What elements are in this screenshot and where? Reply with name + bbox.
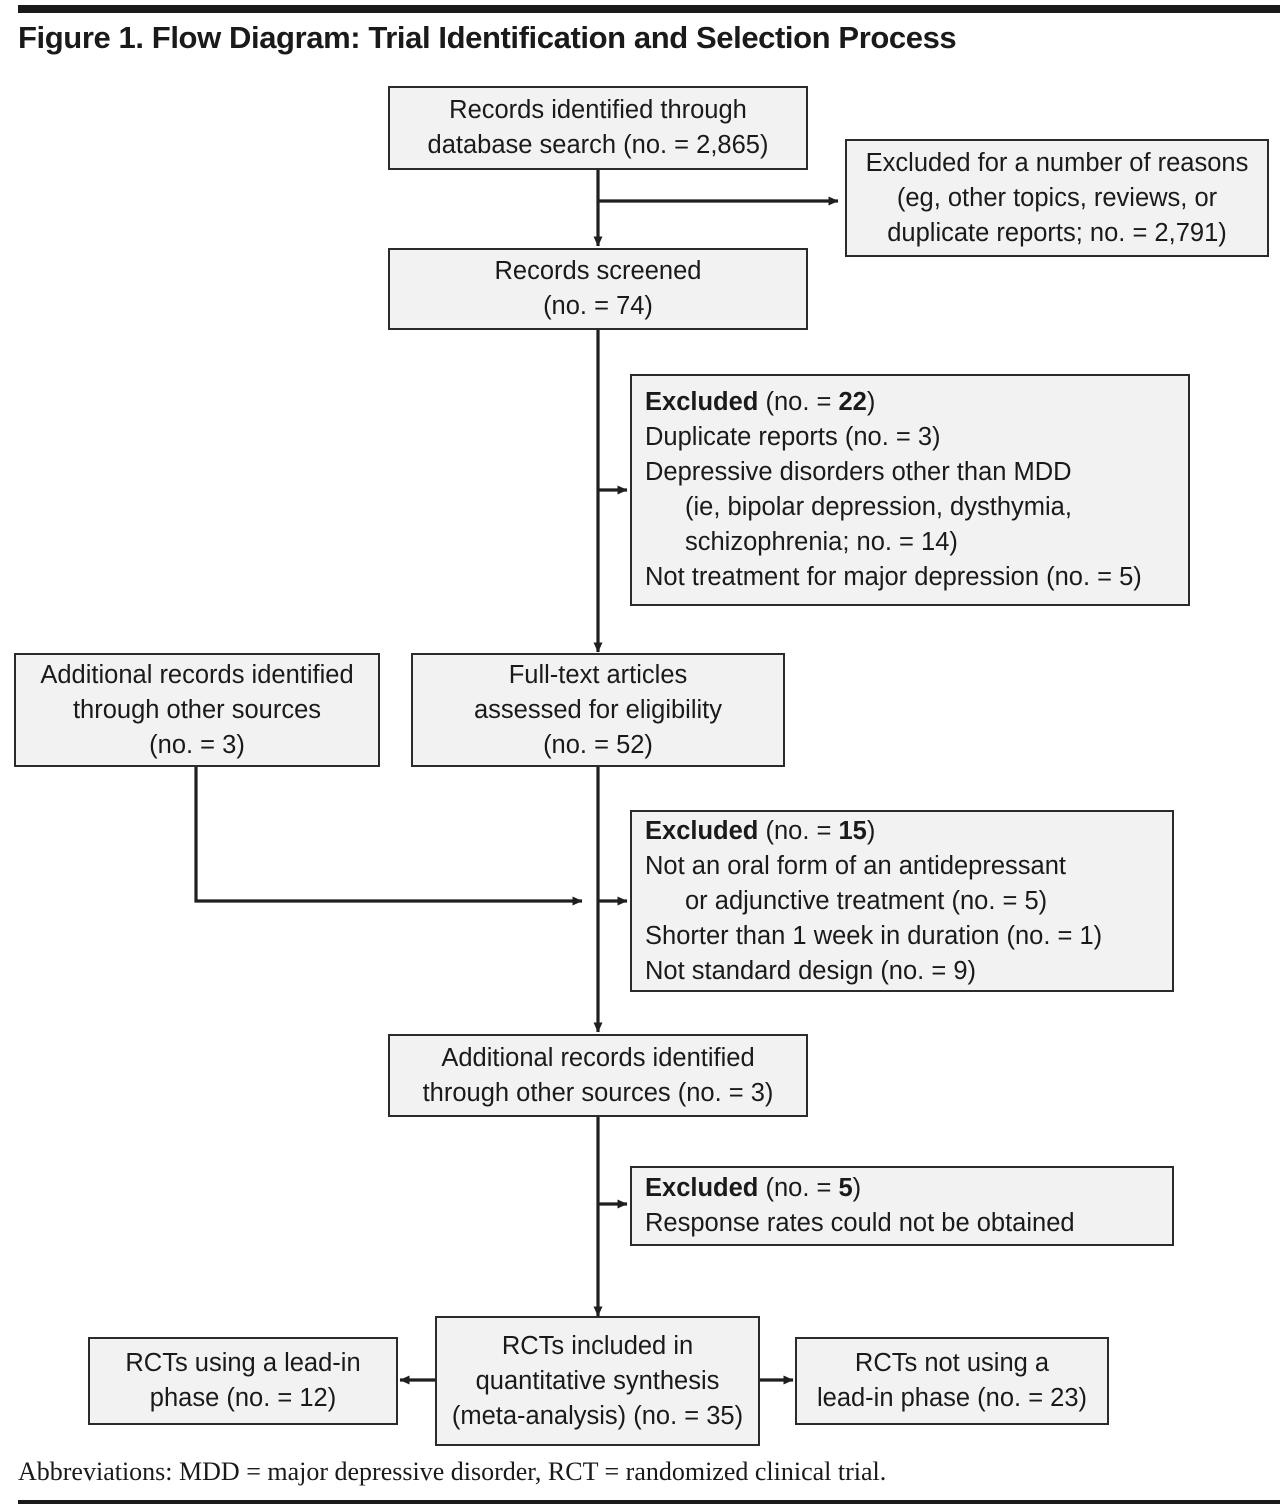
additional-records-mid-line-2: through other sources (no. = 3) bbox=[422, 1078, 774, 1107]
excluded-22-line-5: Not treatment for major depression (no. … bbox=[645, 563, 1142, 591]
excluded-5-heading-close: ) bbox=[852, 1174, 862, 1202]
node-additional-records-mid: Additional records identified through ot… bbox=[388, 1034, 808, 1117]
records-screened-line-2: (no. = 74) bbox=[543, 292, 653, 320]
rcts-included-line-1: RCTs included in bbox=[501, 1331, 694, 1360]
excluded-22-heading-rest: (no. = bbox=[758, 388, 839, 416]
excluded-5-line-1: Response rates could not be obtained bbox=[645, 1209, 1075, 1237]
excluded-22-heading-count: 22 bbox=[838, 388, 867, 416]
excluded-15-heading-rest: (no. = bbox=[758, 816, 839, 845]
full-text-articles-line-3: (no. = 52) bbox=[543, 730, 653, 759]
excluded-5-heading-rest: (no. = bbox=[758, 1174, 839, 1202]
rcts-included-line-3: (meta-analysis) (no. = 35) bbox=[451, 1401, 744, 1430]
excluded-22-heading-bold: Excluded bbox=[645, 388, 759, 416]
excluded-5-heading: Excluded (no. = 5) bbox=[645, 1171, 861, 1206]
rcts-lead-in-line-2: phase (no. = 12) bbox=[149, 1384, 337, 1412]
excluded-15-line-4: Not standard design (no. = 9) bbox=[645, 956, 976, 985]
rcts-no-lead-in-line-2: lead-in phase (no. = 23) bbox=[816, 1384, 1088, 1412]
node-excluded-22: Excluded (no. = 22) Duplicate reports (n… bbox=[630, 374, 1190, 606]
excluded-15-heading-count: 15 bbox=[838, 816, 867, 845]
excluded-15-line-2: or adjunctive treatment (no. = 5) bbox=[685, 886, 1048, 915]
page-title: Figure 1. Flow Diagram: Trial Identifica… bbox=[18, 20, 957, 55]
top-rule bbox=[18, 5, 1280, 13]
excluded-15-heading-bold: Excluded bbox=[645, 816, 759, 845]
node-additional-records-left: Additional records identified through ot… bbox=[14, 653, 380, 767]
bottom-rule bbox=[18, 1500, 1280, 1504]
full-text-articles-line-2: assessed for eligibility bbox=[473, 695, 723, 724]
node-excluded-15: Excluded (no. = 15) Not an oral form of … bbox=[630, 810, 1174, 992]
additional-records-left-line-1: Additional records identified bbox=[40, 660, 354, 689]
excluded-22-heading: Excluded (no. = 22) bbox=[645, 385, 875, 420]
excluded-22-line-3: (ie, bipolar depression, dysthymia, bbox=[685, 493, 1072, 521]
excluded-reasons-line-2: (eg, other topics, reviews, or bbox=[896, 183, 1218, 212]
node-rcts-lead-in: RCTs using a lead-in phase (no. = 12) bbox=[88, 1337, 398, 1425]
full-text-articles-line-1: Full-text articles bbox=[508, 660, 688, 689]
rcts-included-line-2: quantitative synthesis bbox=[475, 1366, 720, 1395]
node-excluded-reasons: Excluded for a number of reasons (eg, ot… bbox=[845, 139, 1269, 257]
flow-diagram: Records identified through database sear… bbox=[14, 86, 1269, 1446]
rcts-no-lead-in-line-1: RCTs not using a bbox=[854, 1349, 1050, 1377]
excluded-22-line-4: schizophrenia; no. = 14) bbox=[685, 528, 958, 556]
excluded-reasons-line-3: duplicate reports; no. = 2,791) bbox=[887, 218, 1227, 247]
excluded-22-line-1: Duplicate reports (no. = 3) bbox=[645, 423, 941, 451]
excluded-reasons-line-1: Excluded for a number of reasons bbox=[865, 148, 1249, 177]
excluded-15-line-3: Shorter than 1 week in duration (no. = 1… bbox=[645, 921, 1103, 950]
additional-records-mid-line-1: Additional records identified bbox=[441, 1043, 755, 1072]
abbreviations-footnote: Abbreviations: MDD = major depressive di… bbox=[18, 1457, 887, 1486]
excluded-22-heading-close: ) bbox=[866, 388, 876, 416]
excluded-5-heading-bold: Excluded bbox=[645, 1174, 759, 1202]
additional-records-left-line-3: (no. = 3) bbox=[149, 730, 245, 759]
node-rcts-no-lead-in: RCTs not using a lead-in phase (no. = 23… bbox=[795, 1337, 1109, 1425]
additional-records-left-line-2: through other sources bbox=[72, 695, 322, 724]
excluded-15-heading: Excluded (no. = 15) bbox=[645, 814, 875, 849]
node-full-text-articles: Full-text articles assessed for eligibil… bbox=[411, 653, 785, 767]
excluded-15-heading-close: ) bbox=[866, 816, 876, 845]
excluded-22-line-2: Depressive disorders other than MDD bbox=[645, 458, 1072, 486]
rcts-lead-in-line-1: RCTs using a lead-in bbox=[125, 1349, 361, 1377]
records-identified-line-1: Records identified through bbox=[449, 96, 747, 124]
excluded-15-line-1: Not an oral form of an antidepressant bbox=[645, 851, 1066, 880]
records-identified-line-2: database search (no. = 2,865) bbox=[427, 131, 769, 159]
node-records-identified: Records identified through database sear… bbox=[388, 86, 808, 170]
node-excluded-5: Excluded (no. = 5) Response rates could … bbox=[630, 1166, 1174, 1246]
records-screened-line-1: Records screened bbox=[494, 257, 702, 285]
excluded-5-heading-count: 5 bbox=[838, 1174, 853, 1202]
node-records-screened: Records screened (no. = 74) bbox=[388, 248, 808, 330]
node-rcts-included: RCTs included in quantitative synthesis … bbox=[435, 1316, 760, 1446]
